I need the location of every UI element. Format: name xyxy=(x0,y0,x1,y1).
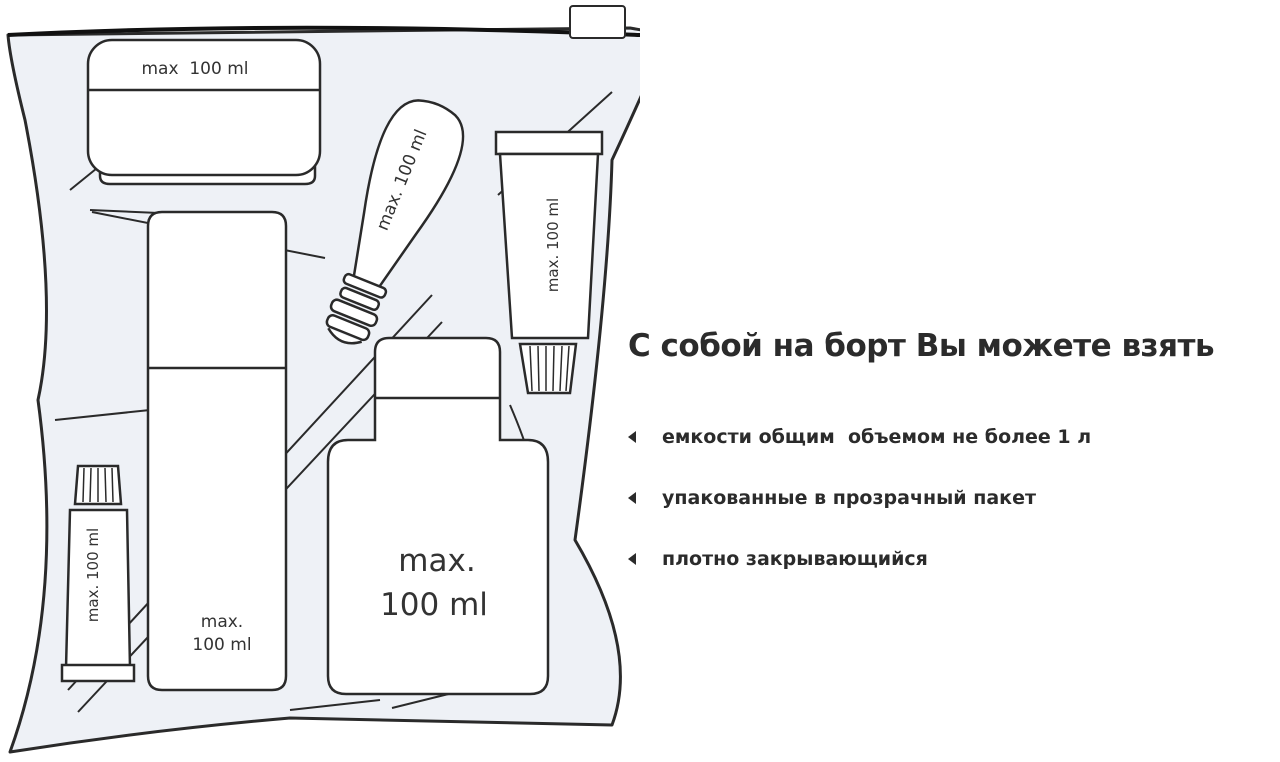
rule-item-label: плотно закрывающийся xyxy=(662,548,928,570)
big-bottle-label-line2: 100 ml xyxy=(380,587,488,623)
tube-label: max. 100 ml xyxy=(544,198,562,292)
tall-bottle xyxy=(146,210,288,692)
small-tube-label: max. 100 ml xyxy=(84,528,102,622)
tall-bottle-label-line2: 100 ml xyxy=(192,635,251,655)
triangle-left-icon xyxy=(628,553,636,565)
cream-jar xyxy=(86,38,322,186)
triangle-left-icon xyxy=(628,431,636,443)
tall-bottle-label-line1: max. xyxy=(201,612,243,632)
bag-zip-seal xyxy=(7,25,640,38)
rule-item-label: упакованные в прозрачный пакет xyxy=(662,487,1036,509)
rule-item-bag: упакованные в прозрачный пакет xyxy=(628,487,1036,509)
rules-title: С собой на борт Вы можете взять xyxy=(628,328,1215,364)
paste-tube xyxy=(494,130,604,395)
big-bottle-label-line1: max. xyxy=(398,543,475,579)
big-bottle xyxy=(326,336,550,696)
rule-item-volume: емкости общим объемом не более 1 л xyxy=(628,426,1091,448)
dropper-bottle: max. 100 ml xyxy=(325,99,465,345)
rule-item-label: емкости общим объемом не более 1 л xyxy=(662,426,1092,448)
jar-label: max 100 ml xyxy=(142,59,249,79)
rule-item-sealed: плотно закрывающийся xyxy=(628,548,928,570)
bag-zip-tab xyxy=(569,5,626,39)
triangle-left-icon xyxy=(628,492,636,504)
liquids-bag-diagram: max 100 ml max. 100 ml max. 100 ml xyxy=(6,5,640,754)
carry-on-rules: С собой на борт Вы можете взять емкости … xyxy=(628,328,1278,570)
small-tube xyxy=(60,464,136,683)
